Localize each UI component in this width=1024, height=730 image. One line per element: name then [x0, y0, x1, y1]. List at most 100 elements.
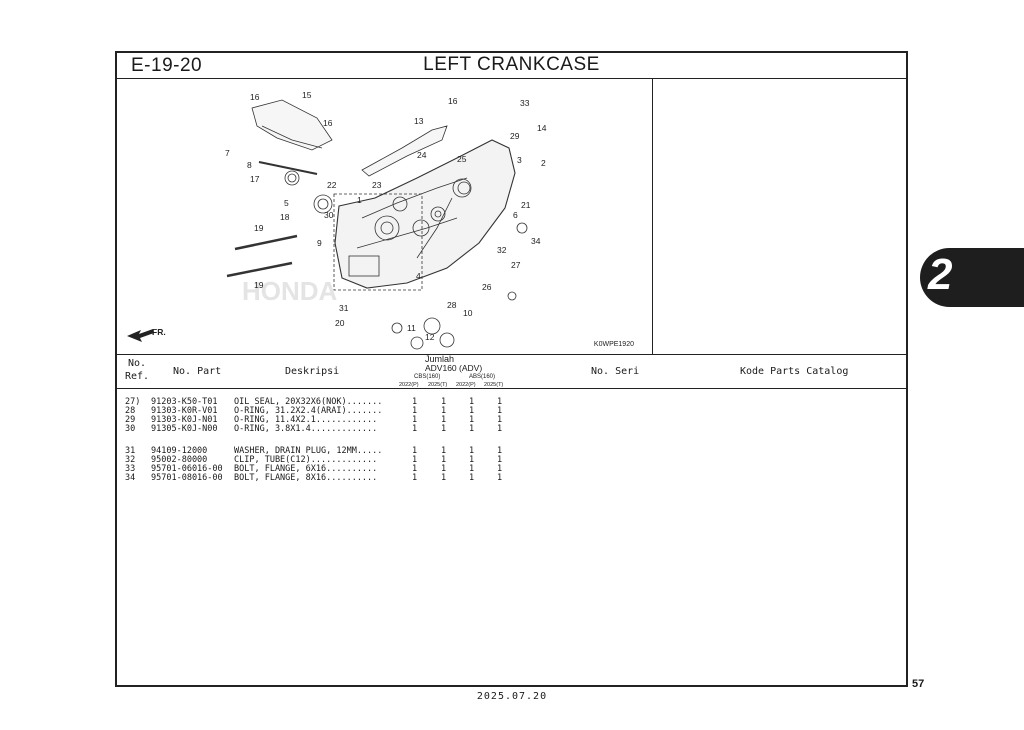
cell-q1: 1 — [412, 424, 418, 434]
callout-label: 21 — [521, 200, 531, 210]
col-year-4: 2025(T) — [484, 382, 504, 388]
cell-q1: 1 — [412, 446, 418, 456]
cell-q4: 1 — [497, 455, 503, 465]
callout-label: 27 — [511, 260, 521, 270]
direction-label: FR. — [152, 327, 166, 337]
cell-part-no: 91305-K0J-N00 — [151, 424, 218, 434]
callout-label: 5 — [284, 198, 289, 208]
cell-desc: WASHER, DRAIN PLUG, 12MM..... — [234, 446, 383, 456]
callout-label: 11 — [407, 323, 416, 333]
cell-q3: 1 — [469, 415, 475, 425]
cell-ref: 31 — [125, 446, 136, 456]
col-variant-abs: ABS(160) — [469, 374, 496, 380]
cell-part-no: 91303-K0R-V01 — [151, 406, 218, 416]
callout-label: 34 — [531, 236, 541, 246]
cell-part-no: 95701-08016-00 — [151, 473, 223, 483]
cell-desc: BOLT, FLANGE, 6X16.......... — [234, 464, 378, 474]
cell-q2: 1 — [441, 397, 447, 407]
cell-q3: 1 — [469, 446, 475, 456]
cell-q4: 1 — [497, 424, 503, 434]
cell-q2: 1 — [441, 424, 447, 434]
callout-label: 10 — [463, 308, 473, 318]
cell-q1: 1 — [412, 415, 418, 425]
callout-label: 29 — [510, 131, 520, 141]
col-variant-cbs: CBS(160) — [414, 374, 441, 380]
crankcase-drawing: HONDA — [127, 90, 547, 350]
cell-q1: 1 — [412, 473, 418, 483]
drawing-code: K0WPE1920 — [593, 341, 634, 348]
cell-part-no: 95701-06016-00 — [151, 464, 223, 474]
column-header: No. Ref. No. Part Deskripsi Jumlah ADV16… — [117, 354, 906, 389]
cell-desc: BOLT, FLANGE, 8X16.......... — [234, 473, 378, 483]
cell-ref: 27) — [125, 397, 141, 407]
col-year-2: 2025(T) — [428, 382, 448, 388]
col-ref-line2: Ref. — [125, 371, 150, 382]
cell-q3: 1 — [469, 424, 475, 434]
col-description: Deskripsi — [285, 366, 340, 377]
callout-label: 19 — [254, 280, 264, 290]
col-catalog: Kode Parts Catalog — [740, 366, 849, 377]
callout-label: 31 — [339, 303, 349, 313]
callout-label: 12 — [425, 332, 435, 342]
cell-q3: 1 — [469, 406, 475, 416]
cell-ref: 32 — [125, 455, 136, 465]
callout-label: 16 — [323, 118, 333, 128]
cell-q3: 1 — [469, 473, 475, 483]
callout-label: 32 — [497, 245, 507, 255]
col-qty: Jumlah — [425, 354, 455, 364]
col-ref-line1: No. — [127, 358, 147, 369]
callout-label: 24 — [417, 150, 427, 160]
cell-q2: 1 — [441, 446, 447, 456]
callout-label: 28 — [447, 300, 457, 310]
svg-text:HONDA: HONDA — [242, 276, 338, 306]
cell-desc: O-RING, 31.2X2.4(ARAI)....... — [234, 406, 383, 416]
cell-q1: 1 — [412, 455, 418, 465]
section-code: E-19-20 — [131, 55, 203, 76]
callout-label: 6 — [513, 210, 518, 220]
callout-label: 8 — [247, 160, 252, 170]
callout-label: 25 — [457, 154, 467, 164]
callout-label: 1 — [357, 195, 362, 205]
cell-part-no: 94109-12000 — [151, 446, 208, 456]
cell-q1: 1 — [412, 464, 418, 474]
callout-label: 19 — [254, 223, 264, 233]
page-number: 57 — [912, 678, 925, 690]
cell-q1: 1 — [412, 406, 418, 416]
cell-q4: 1 — [497, 473, 503, 483]
cell-q2: 1 — [441, 473, 447, 483]
callout-label: 16 — [250, 92, 260, 102]
callout-label: 18 — [280, 212, 290, 222]
cell-q2: 1 — [441, 455, 447, 465]
col-part-no: No. Part — [173, 366, 222, 377]
exploded-diagram: HONDA — [117, 78, 653, 354]
callout-label: 13 — [414, 116, 424, 126]
cell-part-no: 91203-K50-T01 — [151, 397, 218, 407]
cell-q2: 1 — [441, 464, 447, 474]
cell-q4: 1 — [497, 406, 503, 416]
cell-part-no: 91303-K0J-N01 — [151, 415, 218, 425]
callout-label: 20 — [335, 318, 345, 328]
cell-q2: 1 — [441, 406, 447, 416]
page-title: LEFT CRANKCASE — [423, 54, 600, 75]
title-bar: E-19-20 LEFT CRANKCASE — [117, 53, 906, 79]
cell-ref: 33 — [125, 464, 136, 474]
cell-part-no: 95002-80000 — [151, 455, 208, 465]
callout-label: 9 — [317, 238, 322, 248]
cell-desc: OIL SEAL, 20X32X6(NOK)....... — [234, 397, 383, 407]
callout-label: 3 — [517, 155, 522, 165]
callout-label: 23 — [372, 180, 382, 190]
callout-label: 33 — [520, 98, 530, 108]
cell-desc: CLIP, TUBE(C12)............. — [234, 455, 378, 465]
callout-label: 15 — [302, 90, 312, 100]
cell-q2: 1 — [441, 415, 447, 425]
cell-q1: 1 — [412, 397, 418, 407]
callout-label: 26 — [482, 282, 492, 292]
front-arrow-icon — [127, 329, 154, 342]
callout-label: 22 — [327, 180, 337, 190]
callout-label: 14 — [537, 123, 547, 133]
cell-q4: 1 — [497, 464, 503, 474]
cell-desc: O-RING, 3.8X1.4............. — [234, 424, 378, 434]
callout-label: 17 — [250, 174, 260, 184]
cell-q3: 1 — [469, 397, 475, 407]
cell-q4: 1 — [497, 397, 503, 407]
